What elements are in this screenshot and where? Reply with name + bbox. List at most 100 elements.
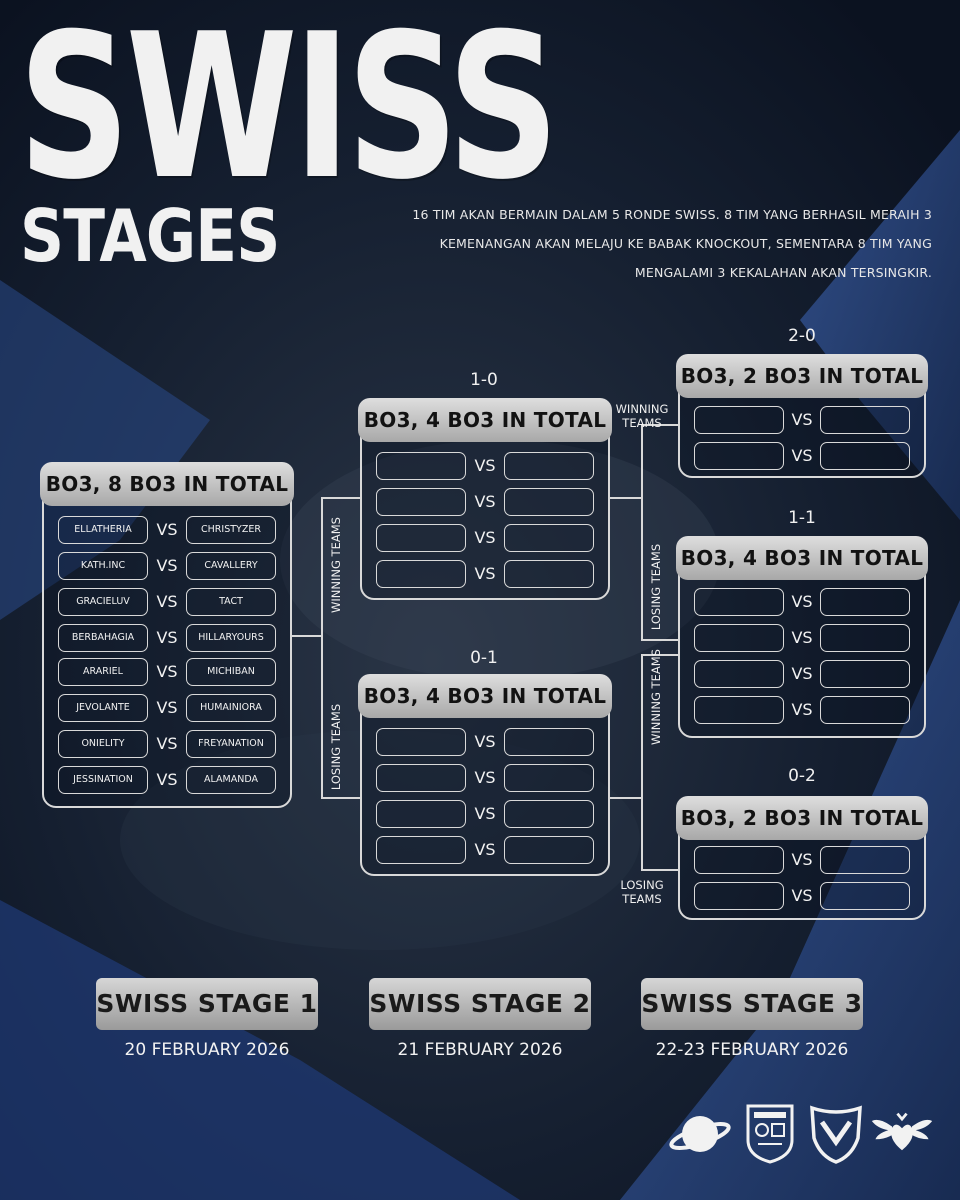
team-slot: ARARIEL [58,658,148,686]
team-slot [504,800,594,828]
team-slot [820,442,910,470]
team-slot: BERBAHAGIA [58,624,148,652]
round3-mid-group: BO3, 4 BO3 IN TOTAL VS VS VS VS [676,536,928,738]
team-slot [694,588,784,616]
match-row: KATH.INC VS CAVALLERY [58,552,276,580]
team-slot [376,452,466,480]
match-row: ARARIEL VS MICHIBAN [58,658,276,686]
stage-badge-1: SWISS STAGE 1 [96,978,318,1030]
vs-label: VS [791,446,813,465]
description: 16 TIM AKAN BERMAIN DALAM 5 RONDE SWISS.… [412,207,932,280]
team-slot [694,696,784,724]
round2-low-group: BO3, 4 BO3 IN TOTAL VS VS VS VS [358,674,612,876]
team-slot [820,660,910,688]
vs-label: VS [474,564,496,583]
match-row: GRACIELUV VS TACT [58,588,276,616]
record-label: 1-1 [788,508,816,528]
vs-label: VS [791,592,813,611]
team-slot [820,588,910,616]
title-stages: STAGES [20,194,280,278]
vs-label: VS [156,520,178,539]
team-slot [376,728,466,756]
team-slot: ELLATHERIA [58,516,148,544]
team-slot [504,560,594,588]
team-slot [504,836,594,864]
team-slot [820,406,910,434]
record-label: 2-0 [788,326,816,346]
stage-date-2: 21 FEBRUARY 2026 [397,1040,563,1060]
round3-high-header: BO3, 2 BO3 IN TOTAL [676,354,928,398]
team-slot [376,800,466,828]
round2-high-group: BO3, 4 BO3 IN TOTAL VS VS VS VS [358,398,612,600]
vs-label: VS [791,410,813,429]
team-slot [504,524,594,552]
team-slot [504,488,594,516]
match-row: VS [694,624,910,652]
vs-label: VS [791,850,813,869]
sponsor-logos [668,1096,940,1166]
team-slot: HUMAINIORA [186,694,276,722]
match-row: JESSINATION VS ALAMANDA [58,766,276,794]
team-slot [820,696,910,724]
flow-label-winning: WINNING TEAMS [329,517,343,613]
planet-logo-icon [669,1116,731,1152]
team-slot [694,882,784,910]
match-row: VS [376,728,594,756]
team-slot [820,882,910,910]
team-slot [820,624,910,652]
match-row: VS [376,560,594,588]
team-slot [820,846,910,874]
stage-badge-2: SWISS STAGE 2 [369,978,591,1030]
match-row: VS [376,800,594,828]
record-label: 1-0 [470,370,498,390]
vs-label: VS [156,592,178,611]
vs-label: VS [474,840,496,859]
team-slot [694,846,784,874]
team-slot: MICHIBAN [186,658,276,686]
match-row: VS [694,846,910,874]
vs-label: VS [791,886,813,905]
chevron-shield-logo-icon [810,1105,862,1164]
team-slot: GRACIELUV [58,588,148,616]
match-row: VS [694,406,910,434]
match-row: VS [376,452,594,480]
team-slot [376,764,466,792]
vs-label: VS [474,492,496,511]
match-row: VS [694,696,910,724]
team-slot [376,524,466,552]
round2-low-header: BO3, 4 BO3 IN TOTAL [358,674,612,718]
match-row: VS [376,836,594,864]
vs-label: VS [156,770,178,789]
round1-header: BO3, 8 BO3 IN TOTAL [40,462,294,506]
record-label: 0-1 [470,648,498,668]
team-slot: CAVALLERY [186,552,276,580]
crest-shield-logo-icon [746,1104,794,1164]
vs-label: VS [474,528,496,547]
stage-badge-3: SWISS STAGE 3 [641,978,863,1030]
team-slot: JESSINATION [58,766,148,794]
team-slot: ONIELITY [58,730,148,758]
vs-label: VS [156,556,178,575]
team-slot [376,836,466,864]
vs-label: VS [156,734,178,753]
match-row: VS [694,588,910,616]
vs-label: VS [474,804,496,823]
match-row: JEVOLANTE VS HUMAINIORA [58,694,276,722]
round2-high-header: BO3, 4 BO3 IN TOTAL [358,398,612,442]
vs-label: VS [474,456,496,475]
flow-label-winning: WINNING TEAMS [649,649,663,745]
stage-date-3: 22-23 FEBRUARY 2026 [655,1040,849,1060]
vs-label: VS [474,732,496,751]
team-slot: TACT [186,588,276,616]
match-row: VS [694,442,910,470]
match-row: VS [376,524,594,552]
record-label: 0-2 [788,766,816,786]
match-row: VS [694,882,910,910]
team-slot [504,452,594,480]
match-row: VS [376,764,594,792]
vs-label: VS [791,700,813,719]
team-slot: FREYANATION [186,730,276,758]
team-slot [504,764,594,792]
team-slot [694,406,784,434]
